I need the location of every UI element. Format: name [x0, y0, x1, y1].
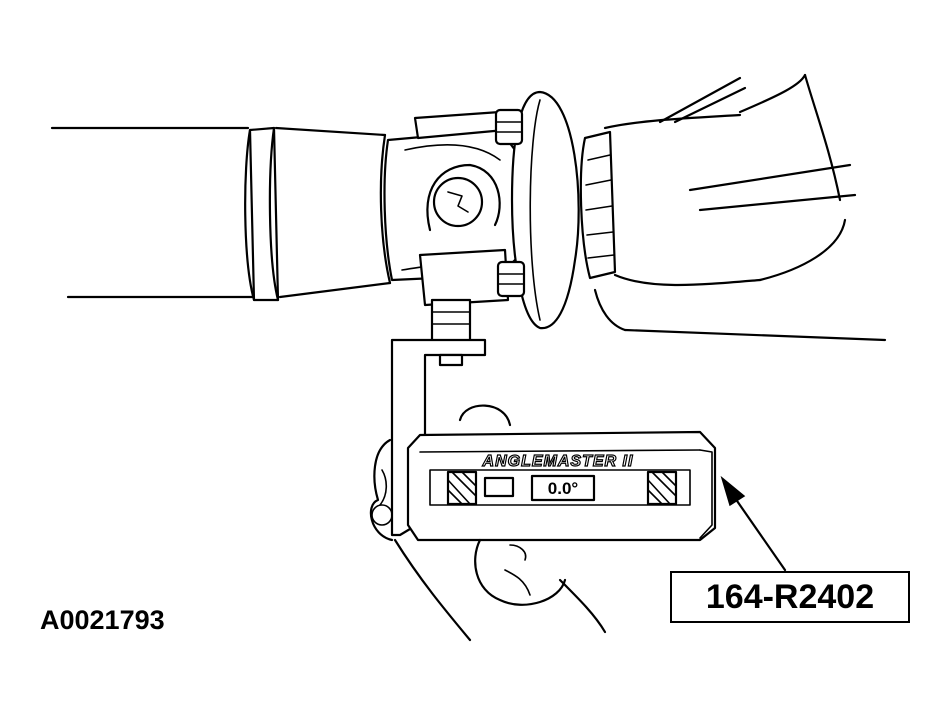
pinion-flange	[494, 90, 580, 330]
figure-id-label: A0021793	[40, 605, 165, 635]
angle-gauge: 0.0° ANGLEMASTER II	[406, 430, 717, 542]
gauge-brand-label: ANGLEMASTER II	[482, 453, 634, 470]
tool-number-label: 164-R2402	[705, 577, 875, 616]
callout-arrow	[720, 475, 787, 572]
universal-joint	[379, 110, 522, 307]
hand-right	[474, 538, 607, 634]
tool-number-callout: 164-R2402	[670, 571, 910, 623]
axle-housing	[579, 73, 887, 342]
gauge-display-reading: 0.0°	[548, 479, 579, 498]
driveshaft-tube	[50, 126, 392, 302]
hand-left	[369, 404, 512, 642]
